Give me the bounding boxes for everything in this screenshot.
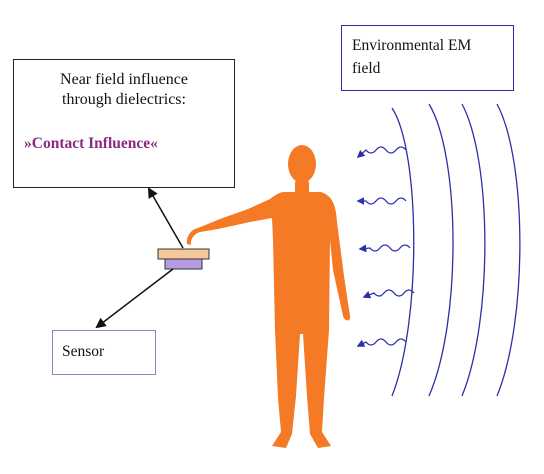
wave-arrow-2 — [356, 197, 407, 205]
sensor-bottom-plate — [164, 258, 203, 270]
field-lines — [391, 103, 521, 397]
field-arc-1 — [391, 107, 415, 397]
figure-head — [288, 145, 316, 183]
field-arc-2 — [428, 103, 454, 397]
human-figure — [186, 145, 351, 448]
environment-line-2: field — [352, 60, 381, 77]
wave-arrow-4 — [362, 289, 415, 299]
figure-body — [186, 192, 351, 448]
arrow-to-near-field-box — [147, 187, 184, 249]
near-field-line-2: through dielectrics: — [62, 91, 186, 108]
wave-arrow-3 — [358, 244, 411, 253]
sensor-box: Sensor — [52, 330, 156, 375]
contact-influence-label: »Contact Influence« — [24, 135, 158, 152]
arrow-to-sensor-box — [95, 268, 174, 329]
field-arc-4 — [496, 103, 521, 397]
near-field-influence-box: Near field influence through dielectrics… — [13, 59, 235, 188]
sensor-top-plate — [157, 248, 210, 260]
near-field-line-1: Near field influence — [60, 71, 188, 88]
wave-arrow-5 — [356, 338, 407, 347]
environment-line-1: Environmental EM — [352, 37, 472, 54]
figure-neck — [295, 180, 309, 194]
sensor-label: Sensor — [62, 343, 105, 360]
wave-arrows — [356, 146, 415, 347]
wave-arrow-1 — [356, 146, 407, 159]
environmental-em-field-box: Environmental EM field — [341, 25, 514, 91]
field-arc-3 — [461, 103, 486, 397]
